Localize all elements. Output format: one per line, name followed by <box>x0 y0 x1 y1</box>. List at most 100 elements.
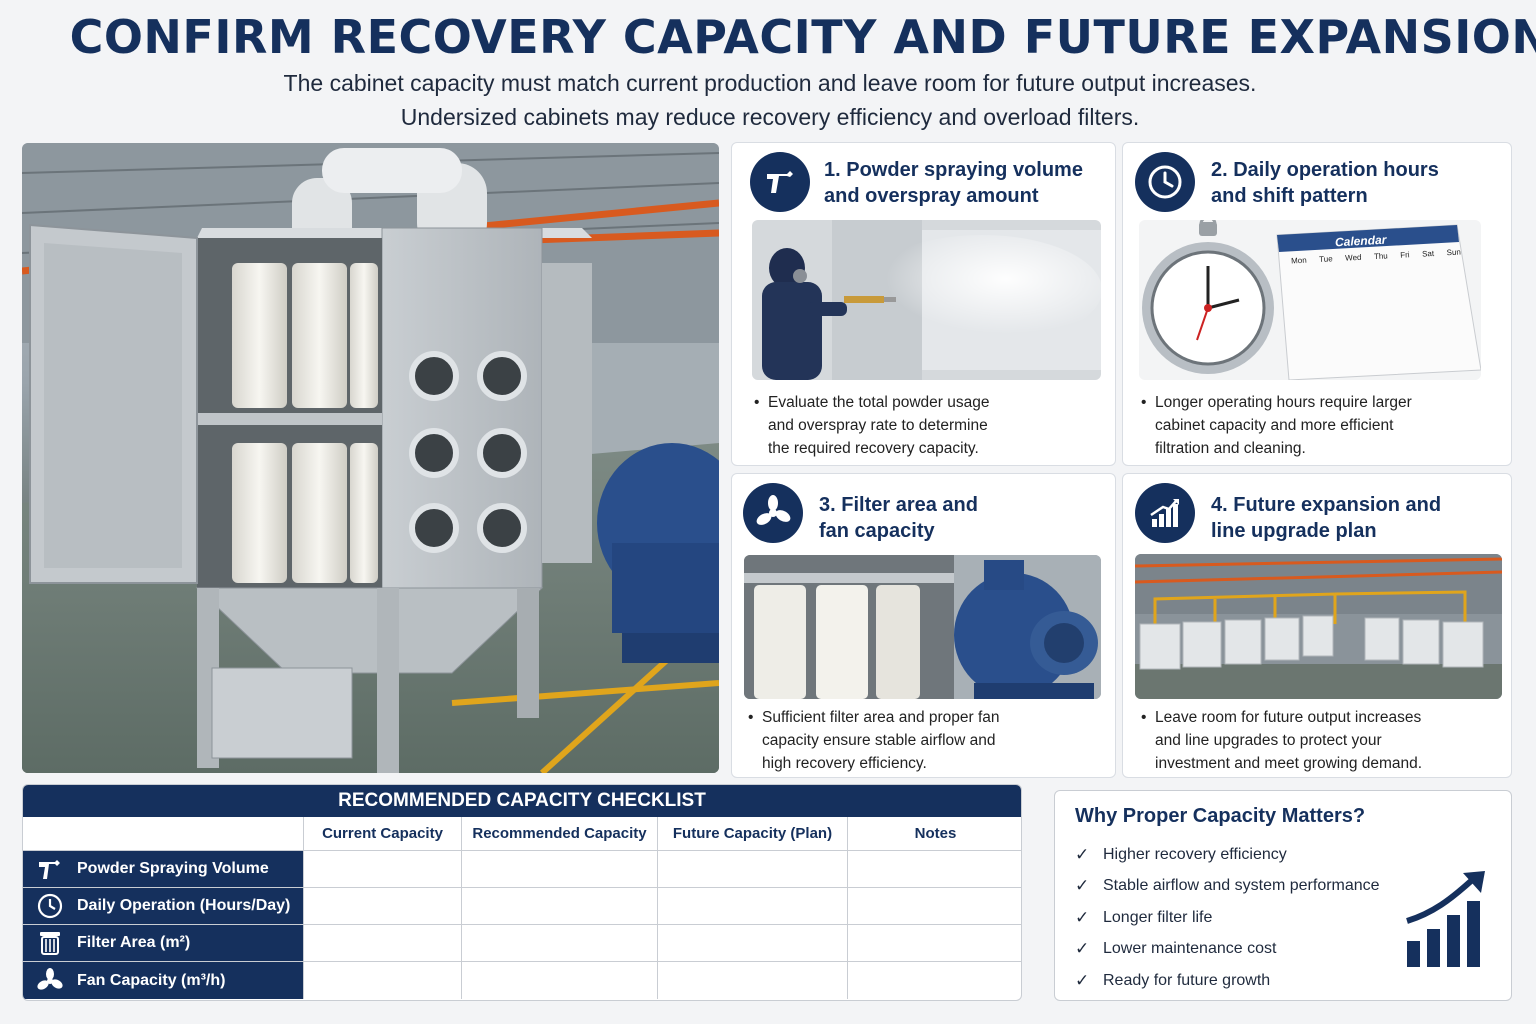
recommended-capacity-cell[interactable] <box>462 925 658 961</box>
card-1-title-line-1: 1. Powder spraying volume <box>824 159 1083 181</box>
capacity-checklist-table: RECOMMENDED CAPACITY CHECKLIST Current C… <box>22 784 1022 1001</box>
factory-line-photo <box>1135 554 1502 699</box>
future-capacity-cell[interactable] <box>658 925 848 961</box>
why-item-text: Stable airflow and system performance <box>1103 877 1380 895</box>
clock-icon <box>35 893 65 919</box>
checklist-header-row: Current Capacity Recommended Capacity Fu… <box>23 817 1021 851</box>
card-1-text-line-3: the required recovery capacity. <box>768 440 979 457</box>
list-item: ✓ Lower maintenance cost <box>1075 934 1380 966</box>
column-header-future: Future Capacity (Plan) <box>658 817 848 850</box>
card-4-text-line-3: investment and meet growing demand. <box>1155 755 1423 772</box>
card-filter-area-fan-capacity: 3. Filter area and fan capacity Sufficie… <box>731 473 1116 778</box>
table-row: Fan Capacity (m³/h) <box>23 962 1021 999</box>
notes-cell[interactable] <box>848 851 1021 887</box>
notes-cell[interactable] <box>848 925 1021 961</box>
card-1-title-line-2: and overspray amount <box>824 185 1039 207</box>
row-label-text: Powder Spraying Volume <box>77 860 269 877</box>
card-2-text-line-2: cabinet capacity and more efficient <box>1155 417 1394 434</box>
card-2-text-line-3: filtration and cleaning. <box>1155 440 1306 457</box>
future-capacity-cell[interactable] <box>658 851 848 887</box>
card-1-text-line-1: Evaluate the total powder usage <box>768 394 990 411</box>
calendar-day-sun: Sun <box>1446 247 1462 258</box>
calendar-label: Calendar <box>1334 232 1387 250</box>
notes-cell[interactable] <box>848 888 1021 924</box>
card-future-expansion: 4. Future expansion and line upgrade pla… <box>1122 473 1512 778</box>
card-3-title-line-1: 3. Filter area and <box>819 494 978 516</box>
filters-and-fan-photo <box>744 555 1101 699</box>
recommended-capacity-cell[interactable] <box>462 888 658 924</box>
checklist-grid: Current Capacity Recommended Capacity Fu… <box>23 817 1021 999</box>
card-4-text-line-2: and line upgrades to protect your <box>1155 732 1382 749</box>
why-title: Why Proper Capacity Matters? <box>1075 805 1366 827</box>
page-title: CONFIRM RECOVERY CAPACITY AND FUTURE EXP… <box>69 10 1536 64</box>
row-label-filter-area: Filter Area (m²) <box>23 925 304 961</box>
why-item-text: Lower maintenance cost <box>1103 940 1277 958</box>
row-label-daily-operation: Daily Operation (Hours/Day) <box>23 888 304 924</box>
why-item-text: Ready for future growth <box>1103 971 1271 989</box>
column-header-blank <box>23 817 304 850</box>
list-item: ✓ Stable airflow and system performance <box>1075 871 1380 903</box>
card-4-text-line-1: Leave room for future output increases <box>1155 709 1422 726</box>
card-daily-operation-hours: 2. Daily operation hours and shift patte… <box>1122 142 1512 466</box>
card-3-text-line-3: high recovery efficiency. <box>762 755 927 772</box>
spray-gun-icon <box>750 152 810 212</box>
recovery-cabinet-illustration <box>22 143 719 773</box>
fan-icon <box>743 483 803 543</box>
calendar-day-tue: Tue <box>1318 254 1333 264</box>
calendar-day-fri: Fri <box>1400 250 1410 260</box>
checkmark-icon: ✓ <box>1075 907 1090 927</box>
notes-cell[interactable] <box>848 962 1021 999</box>
hero-image-recovery-cabinet <box>22 143 719 773</box>
card-powder-spraying-volume: 1. Powder spraying volume and overspray … <box>731 142 1116 466</box>
table-row: Daily Operation (Hours/Day) <box>23 888 1021 925</box>
card-2-title-line-1: 2. Daily operation hours <box>1211 159 1439 181</box>
current-capacity-cell[interactable] <box>304 851 462 887</box>
card-3-text-line-1: Sufficient filter area and proper fan <box>762 709 1000 726</box>
row-label-fan-capacity: Fan Capacity (m³/h) <box>23 962 304 999</box>
subtitle-line-2: Undersized cabinets may reduce recovery … <box>400 104 1140 130</box>
table-row: Powder Spraying Volume <box>23 851 1021 888</box>
column-header-current: Current Capacity <box>304 817 462 850</box>
column-header-notes: Notes <box>914 825 957 842</box>
current-capacity-cell[interactable] <box>304 962 462 999</box>
row-label-text: Filter Area (m²) <box>77 934 191 951</box>
calendar-day-thu: Thu <box>1373 251 1388 262</box>
future-capacity-cell[interactable] <box>658 888 848 924</box>
row-label-text: Daily Operation (Hours/Day) <box>77 897 291 914</box>
column-header-recommended: Recommended Capacity <box>462 817 658 850</box>
checkmark-icon: ✓ <box>1075 970 1090 990</box>
why-item-text: Higher recovery efficiency <box>1103 845 1287 863</box>
current-capacity-cell[interactable] <box>304 888 462 924</box>
growth-chart-icon <box>1135 483 1195 543</box>
recommended-capacity-cell[interactable] <box>462 962 658 999</box>
calendar-day-wed: Wed <box>1344 252 1362 263</box>
why-list: ✓ Higher recovery efficiency ✓ Stable ai… <box>1075 839 1380 997</box>
spray-booth-photo <box>752 220 1101 380</box>
card-3-text-line-2: capacity ensure stable airflow and <box>762 732 996 749</box>
card-3-title-line-2: fan capacity <box>819 520 935 542</box>
list-item: ✓ Higher recovery efficiency <box>1075 839 1380 871</box>
card-2-title-line-2: and shift pattern <box>1211 185 1368 207</box>
table-row: Filter Area (m²) <box>23 925 1021 962</box>
clock-icon <box>1135 152 1195 212</box>
why-capacity-matters-box: Why Proper Capacity Matters? ✓ Higher re… <box>1054 790 1512 1001</box>
spray-gun-icon <box>35 856 65 882</box>
row-label-text: Fan Capacity (m³/h) <box>77 971 226 989</box>
checkmark-icon: ✓ <box>1075 876 1090 896</box>
checklist-title: RECOMMENDED CAPACITY CHECKLIST <box>23 785 1021 817</box>
growth-chart-icon <box>1405 869 1489 974</box>
filter-icon <box>35 930 65 956</box>
future-capacity-cell[interactable] <box>658 962 848 999</box>
checkmark-icon: ✓ <box>1075 844 1090 864</box>
card-1-text-line-2: and overspray rate to determine <box>768 417 988 434</box>
card-4-title-line-2: line upgrade plan <box>1211 520 1377 542</box>
calendar-day-sat: Sat <box>1421 248 1435 259</box>
current-capacity-cell[interactable] <box>304 925 462 961</box>
subtitle-line-1: The cabinet capacity must match current … <box>283 70 1257 96</box>
stopwatch-calendar-photo: Calendar Mon Tue Wed Thu Fri Sat Sun <box>1139 220 1481 380</box>
checkmark-icon: ✓ <box>1075 939 1090 959</box>
card-2-text-line-1: Longer operating hours require larger <box>1155 394 1412 411</box>
why-item-text: Longer filter life <box>1103 908 1213 926</box>
recommended-capacity-cell[interactable] <box>462 851 658 887</box>
list-item: ✓ Longer filter life <box>1075 902 1380 934</box>
